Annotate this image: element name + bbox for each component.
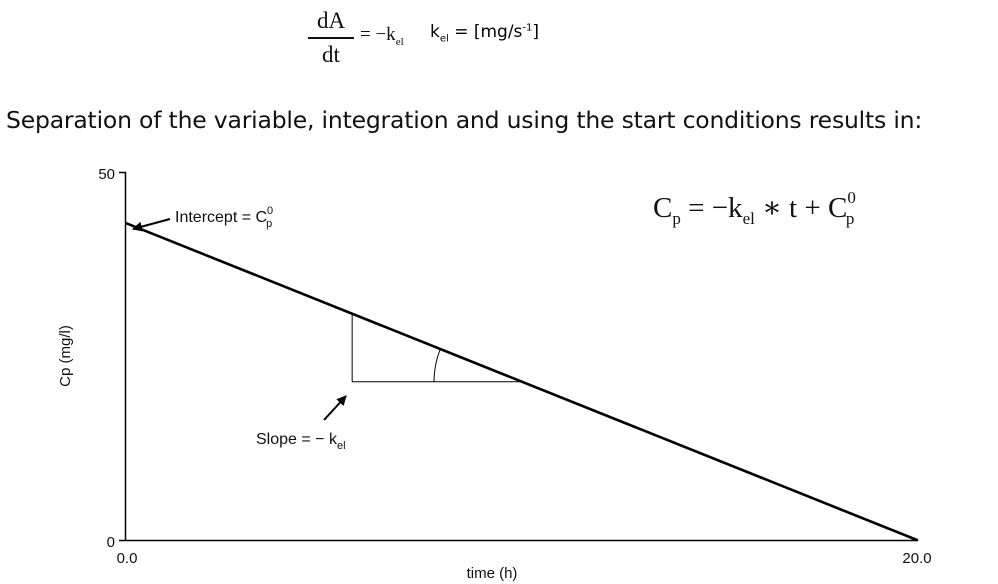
derivative-fraction: dA dt (308, 6, 354, 70)
x-axis-label: time (h) (467, 565, 518, 582)
fraction-bar (308, 37, 354, 39)
slope-sub: el (337, 440, 346, 452)
equation-rhs-text: = −k (360, 24, 396, 45)
kel-units-definition: kel = [mg/s-1] (430, 22, 539, 44)
intercept-sub: p (266, 218, 272, 230)
kel-subscript: el (439, 33, 449, 45)
explanation-sentence: Separation of the variable, integration … (6, 106, 923, 134)
eq-k-sub: el (743, 209, 756, 228)
slope-label: Slope = − kel (256, 431, 346, 452)
kel-units-exponent: -1 (522, 22, 533, 34)
kel-units: = [mg/s (448, 22, 523, 42)
slope-label-text: Slope = − k (256, 431, 338, 448)
x-tick-label-20: 20.0 (902, 550, 931, 567)
x-tick-label-0: 0.0 (117, 550, 138, 567)
eq-c-sub: p (672, 209, 681, 228)
eq-c0-sub: p (846, 209, 855, 228)
fraction-numerator: dA (316, 8, 346, 33)
intercept-arrow (132, 218, 171, 232)
kel-units-close: ] (532, 22, 540, 42)
slope-angle-arc (433, 348, 441, 382)
eq-c0-sup: 0 (847, 188, 856, 207)
eq-c: C (653, 192, 672, 224)
eq-mid: = −k (681, 192, 743, 224)
slope-arrow (323, 395, 347, 421)
intercept-label-text: Intercept = C (175, 209, 267, 226)
kel-symbol: k (430, 22, 440, 42)
y-tick-label-50: 50 (98, 166, 115, 183)
eq-rest: ∗ t + C (755, 192, 847, 224)
intercept-sup: 0 (267, 205, 273, 217)
y-axis-label: Cp (mg/l) (57, 325, 74, 387)
equation-rhs: = −kel (360, 24, 404, 48)
y-tick-label-0: 0 (107, 534, 115, 551)
equation-rhs-subscript: el (395, 35, 404, 48)
solution-equation: Cp = −kel ∗ t + C0 p (653, 188, 856, 228)
fraction-denominator: dt (322, 41, 340, 67)
